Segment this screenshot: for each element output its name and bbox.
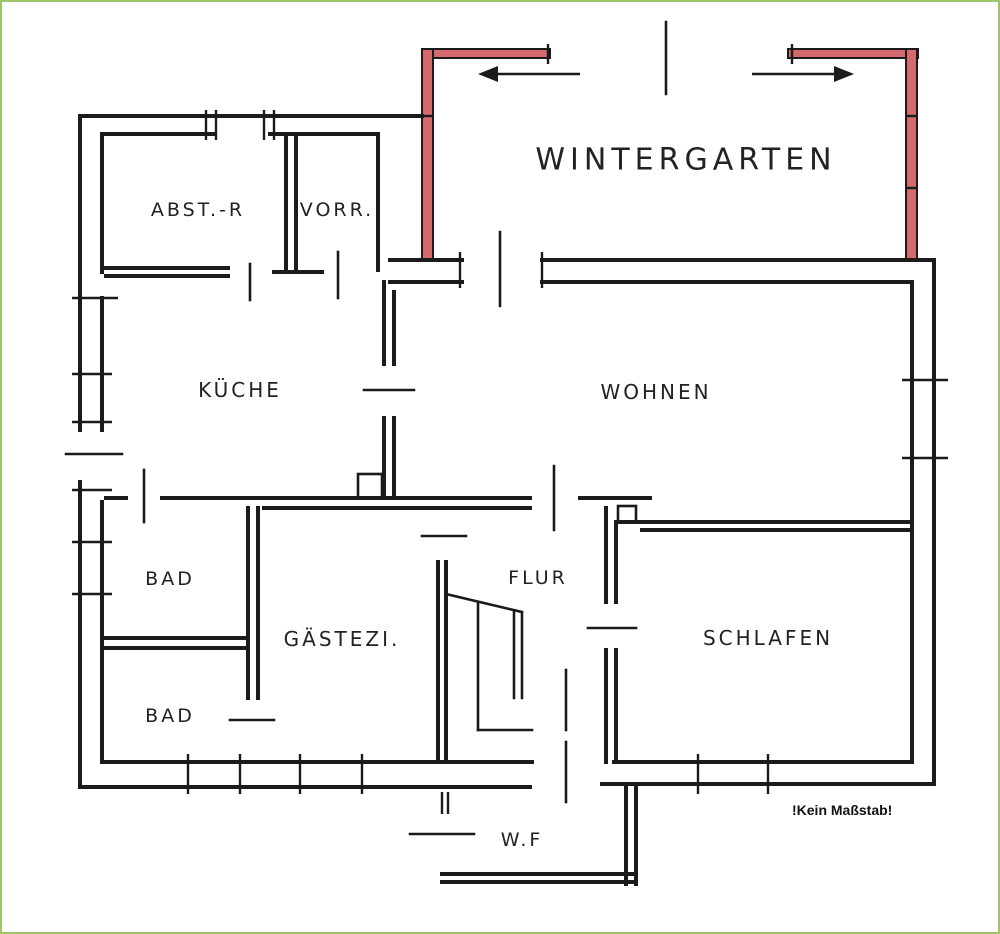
room-label-schlafen: SCHLAFEN bbox=[702, 626, 834, 650]
room-label-kueche: KÜCHE bbox=[198, 378, 282, 402]
glass-wall-left bbox=[421, 48, 434, 262]
sliding-door-arrows bbox=[478, 20, 854, 96]
glass-wall-top-right bbox=[787, 48, 919, 59]
room-label-abstellraum: ABST.-R bbox=[150, 199, 246, 221]
room-label-wohnen: WOHNEN bbox=[600, 380, 712, 404]
room-label-gaestezimmer: GÄSTEZI. bbox=[283, 627, 401, 651]
room-label-bad-1: BAD bbox=[145, 568, 195, 590]
scale-note: !Kein Maßstab! bbox=[792, 802, 893, 818]
room-label-wintergarten: WINTERGARTEN bbox=[535, 142, 837, 178]
room-label-vorraum: VORR. bbox=[299, 199, 375, 221]
room-label-wf: W.F bbox=[500, 829, 544, 851]
interior-walls bbox=[64, 132, 914, 886]
glass-wall-right bbox=[905, 48, 918, 262]
window-ticks bbox=[72, 44, 948, 814]
glass-wall-top-left bbox=[421, 48, 551, 59]
arrow-right-icon bbox=[834, 66, 854, 82]
room-label-flur: FLUR bbox=[508, 567, 568, 589]
arrow-left-icon bbox=[478, 66, 498, 82]
room-label-bad-2: BAD bbox=[145, 705, 195, 727]
